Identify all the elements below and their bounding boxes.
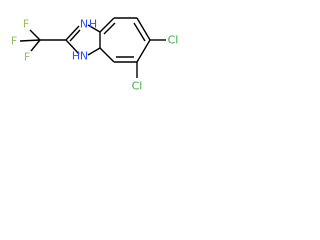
- bond-c7a-c7-double: [103, 22, 116, 35]
- bond-c3a-c3ab: [99, 47, 115, 63]
- bond-cf-top: [29, 29, 41, 41]
- chlorine-right-label: Cl: [168, 34, 179, 47]
- bond-c2-n1: [65, 25, 80, 41]
- fluorine-left-label: F: [11, 35, 17, 48]
- hydrogen-top-label: H: [89, 18, 97, 31]
- chlorine-bottom-label: Cl: [132, 80, 143, 93]
- nitrogen-top-label: N: [80, 18, 88, 31]
- bond-c7a-c7: [99, 17, 115, 33]
- fluorine-bottom-label: F: [24, 51, 30, 64]
- bond-c2-n1-double: [69, 29, 81, 42]
- bond-c6-c5: [136, 17, 151, 41]
- bond-cf-bottom: [30, 39, 41, 52]
- fluorine-top-label: F: [23, 18, 29, 31]
- nitrogen-bottom-label: N: [80, 50, 88, 63]
- bond-c6-c5-double: [133, 22, 146, 42]
- bond-n1-c7a: [87, 24, 101, 33]
- bond-c5-c4: [136, 39, 151, 63]
- bond-cf-left: [19, 39, 41, 42]
- bond-c2-n3: [65, 39, 80, 55]
- benzimidazole-structure-diagram: F F F N H N H Cl Cl: [11, 17, 179, 93]
- bond-n3-c3a: [87, 47, 101, 56]
- hydrogen-bottom-label: H: [72, 50, 80, 63]
